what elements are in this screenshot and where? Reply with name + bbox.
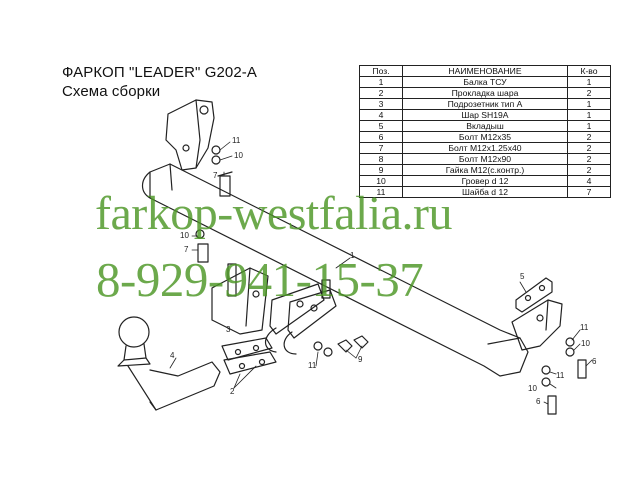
callout-center-9: 9 [358,355,363,364]
cell-position: 5 [359,120,403,132]
cell-quantity: 1 [567,98,611,110]
callout-right-5: 5 [520,272,525,281]
cell-quantity: 4 [567,175,611,187]
drawing-subtitle: Схема сборки [62,83,161,100]
callout-bottom-6: 6 [536,397,541,406]
cell-name: Подрозетник тип А [402,98,568,110]
parts-table-header: Поз. НАИМЕНОВАНИЕ К-во [359,65,611,77]
callout-bottom-11: 11 [556,371,565,380]
cell-quantity: 1 [567,120,611,132]
callout-right-6: 6 [592,357,597,366]
cell-position: 4 [359,109,403,121]
left-mounting-bracket [165,99,215,171]
cell-position: 7 [359,142,403,154]
cell-quantity: 2 [567,164,611,176]
cell-quantity: 2 [567,87,611,99]
cell-position: 2 [359,87,403,99]
cell-position: 9 [359,164,403,176]
cell-position: 8 [359,153,403,165]
insert-part [515,277,553,313]
right-mounting-bracket [511,299,563,351]
header-name: НАИМЕНОВАНИЕ [402,65,568,77]
cell-quantity: 2 [567,153,611,165]
ball-plates [221,337,277,375]
cell-name: Прокладка шара [402,87,568,99]
callout-top-7: 7 [213,171,218,180]
cell-position: 10 [359,175,403,187]
callout-center-11: 11 [308,361,317,370]
cell-quantity: 7 [567,186,611,198]
header-quantity: К-во [567,65,611,77]
cell-name: Болт М12х35 [402,131,568,143]
callout-left-7: 7 [184,245,189,254]
cell-quantity: 2 [567,142,611,154]
cell-quantity: 2 [567,131,611,143]
cell-name: Балка ТСУ [402,76,568,88]
cell-position: 11 [359,186,403,198]
leader-lines [169,141,593,405]
cell-position: 3 [359,98,403,110]
cell-name: Шар SH19A [402,109,568,121]
header-position: Поз. [359,65,403,77]
callout-top-10: 10 [234,151,243,160]
callout-plate-2: 2 [230,387,235,396]
socket-holder [211,267,269,335]
cell-position: 1 [359,76,403,88]
callout-right-11: 11 [580,323,589,332]
cell-name: Гровер d 12 [402,175,568,187]
cell-name: Болт М12х90 [402,153,568,165]
cell-quantity: 1 [567,76,611,88]
cell-name: Вкладыш [402,120,568,132]
cell-position: 6 [359,131,403,143]
cell-quantity: 1 [567,109,611,121]
callout-ball-4: 4 [170,351,175,360]
towbar-beam [141,163,529,377]
cell-name: Болт М12х1.25х40 [402,142,568,154]
drawing-title: ФАРКОП "LEADER" G202-A [62,64,258,81]
receiver-plates [264,283,337,355]
cell-name: Шайба d 12 [402,186,568,198]
callout-center-3: 3 [226,325,231,334]
callout-top-11: 11 [232,136,241,145]
callout-left-10: 10 [180,231,189,240]
cell-name: Гайка М12(с.контр.) [402,164,568,176]
callout-right-10: 10 [581,339,590,348]
tow-ball [117,316,221,411]
callout-beam-1: 1 [350,251,355,260]
callout-bottom-10: 10 [528,384,537,393]
